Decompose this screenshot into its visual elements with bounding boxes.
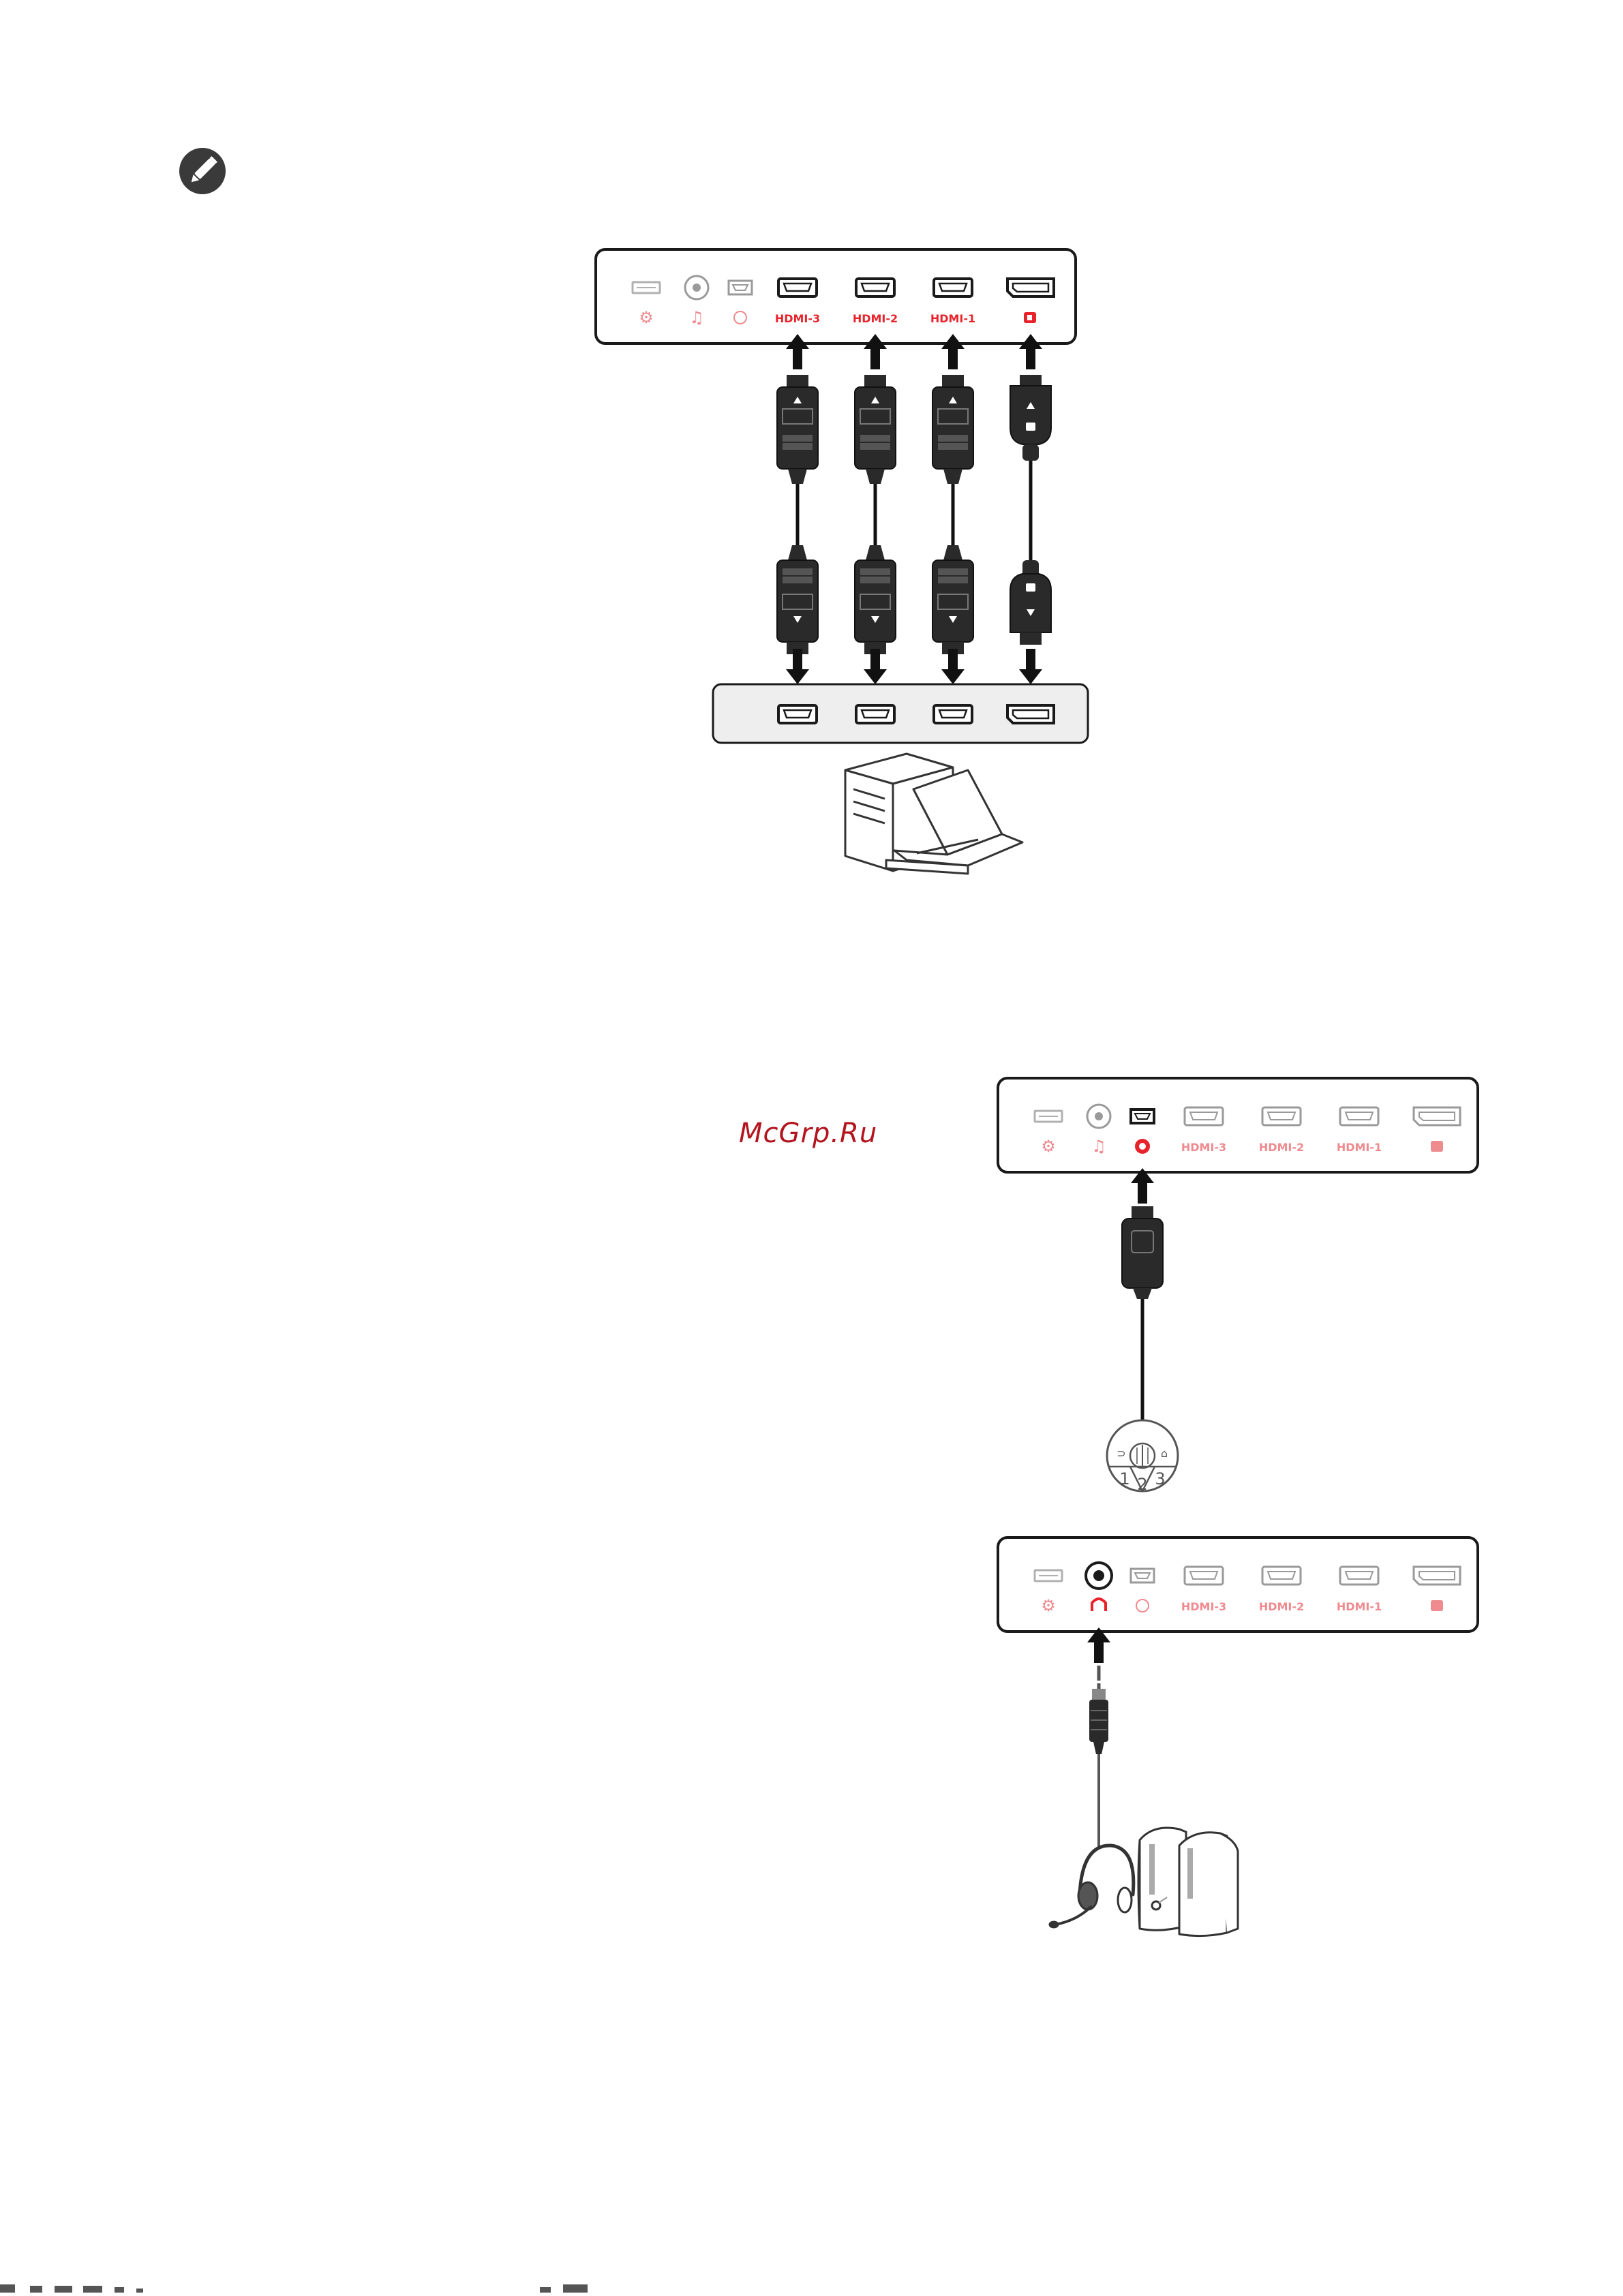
hdmi-cable-2 xyxy=(855,375,896,654)
label-hdmi-3: HDMI-3 xyxy=(1181,1141,1226,1154)
label-hdmi-2: HDMI-2 xyxy=(853,312,898,325)
svg-text:⌂: ⌂ xyxy=(1161,1447,1168,1460)
label-hdmi-1: HDMI-1 xyxy=(1337,1600,1382,1613)
audio-jack-plug xyxy=(1089,1666,1108,1847)
hdmi-cable-1 xyxy=(932,375,973,654)
monitor-io-panel xyxy=(998,1537,1478,1632)
figure-controller-connection: ⚙ ♫ HDMI-3 HDMI-2 HDMI-1 ⊃ ⌂ 1 2 3 xyxy=(998,1078,1478,1494)
figure-audio-connection: ⚙ HDMI-3 HDMI-2 HDMI-1 xyxy=(998,1537,1478,1936)
footer-text-artifact xyxy=(0,2284,588,2293)
puck-number-2: 2 xyxy=(1137,1475,1147,1494)
figure-video-connection: ⚙ ♫ HDMI-3 HDMI-2 HDMI-1 xyxy=(596,249,1088,874)
monitor-io-panel xyxy=(596,249,1076,343)
label-hdmi-1: HDMI-1 xyxy=(930,312,975,325)
label-hdmi-1: HDMI-1 xyxy=(1337,1141,1382,1154)
monitor-io-panel xyxy=(998,1078,1478,1172)
label-hdmi-3: HDMI-3 xyxy=(775,312,820,325)
computer-laptop-icon xyxy=(845,754,1022,874)
puck-number-1: 1 xyxy=(1119,1469,1129,1488)
gear-icon: ⚙ xyxy=(639,308,654,327)
headphone-icon: ♫ xyxy=(1091,1137,1106,1156)
watermark-text: McGrp.Ru xyxy=(739,1118,902,1149)
puck-number-3: 3 xyxy=(1155,1469,1165,1488)
label-hdmi-2: HDMI-2 xyxy=(1259,1141,1304,1154)
gear-icon: ⚙ xyxy=(1041,1137,1056,1156)
svg-text:⊃: ⊃ xyxy=(1117,1447,1125,1460)
gear-icon: ⚙ xyxy=(1041,1596,1056,1615)
label-hdmi-3: HDMI-3 xyxy=(1181,1600,1226,1613)
osd-controller-puck: ⊃ ⌂ 1 2 3 xyxy=(1107,1420,1178,1494)
speakers-icon xyxy=(1138,1828,1238,1936)
hdmi-cable-3 xyxy=(777,375,818,654)
displayport-cable xyxy=(1010,375,1051,645)
label-hdmi-2: HDMI-2 xyxy=(1259,1600,1304,1613)
headset-icon xyxy=(1050,1846,1134,1927)
headphone-icon: ♫ xyxy=(689,308,704,327)
